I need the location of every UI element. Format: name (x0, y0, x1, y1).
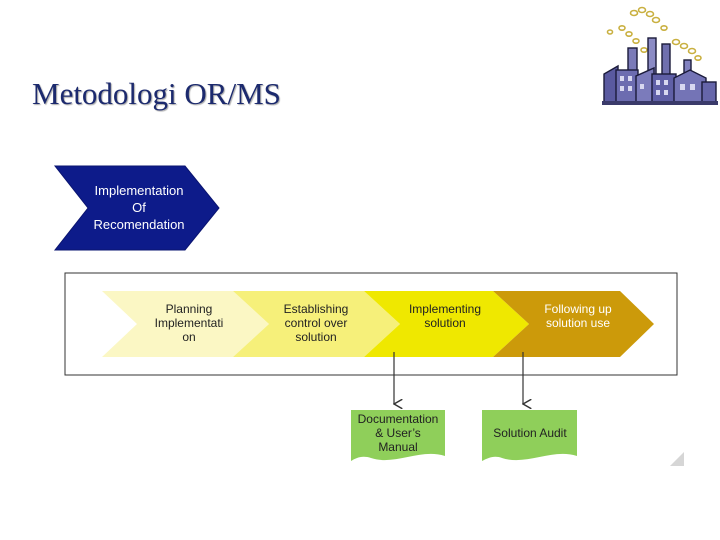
step-chevron-shape (493, 291, 654, 357)
process-step-implementing: Implementing solution (364, 291, 529, 357)
step-1-line-2: Implementati (155, 316, 224, 330)
step-1-line-3: on (182, 330, 195, 344)
factory-clipart-icon (602, 6, 718, 105)
header-chevron: Implementation Of Recomendation (53, 165, 220, 251)
output-1-line-2: & User’s (375, 426, 421, 440)
header-chevron-shape (53, 165, 220, 251)
output-2-line-1: Solution Audit (493, 426, 567, 440)
step-3-line-1: Implementing (409, 302, 481, 316)
output-1-line-3: Manual (378, 440, 417, 454)
step-1-line-1: Planning (166, 302, 213, 316)
step-2-line-3: solution (295, 330, 336, 344)
header-line-1: Implementation (95, 183, 184, 198)
output-1-line-1: Documentation (358, 412, 439, 426)
header-line-3: Recomendation (93, 217, 184, 232)
output-solution-audit: Solution Audit (482, 410, 577, 461)
document-shape (482, 410, 577, 461)
corner-mark (670, 452, 684, 466)
step-chevron-shape (102, 291, 269, 357)
process-step-establishing: Establishing control over solution (233, 291, 400, 357)
process-step-following-up: Following up solution use (493, 291, 654, 357)
slide-title: Metodologi OR/MS (32, 76, 281, 111)
header-line-2: Of (132, 200, 146, 215)
process-step-planning: Planning Implementati on (102, 291, 269, 357)
step-chevron-shape (364, 291, 529, 357)
output-documentation: Documentation & User’s Manual (351, 410, 445, 461)
step-chevron-shape (233, 291, 400, 357)
step-2-line-2: control over (285, 316, 348, 330)
step-3-line-2: solution (424, 316, 465, 330)
step-4-line-2: solution use (546, 316, 610, 330)
step-4-line-1: Following up (544, 302, 612, 316)
document-shape (351, 410, 445, 461)
step-2-line-1: Establishing (284, 302, 349, 316)
